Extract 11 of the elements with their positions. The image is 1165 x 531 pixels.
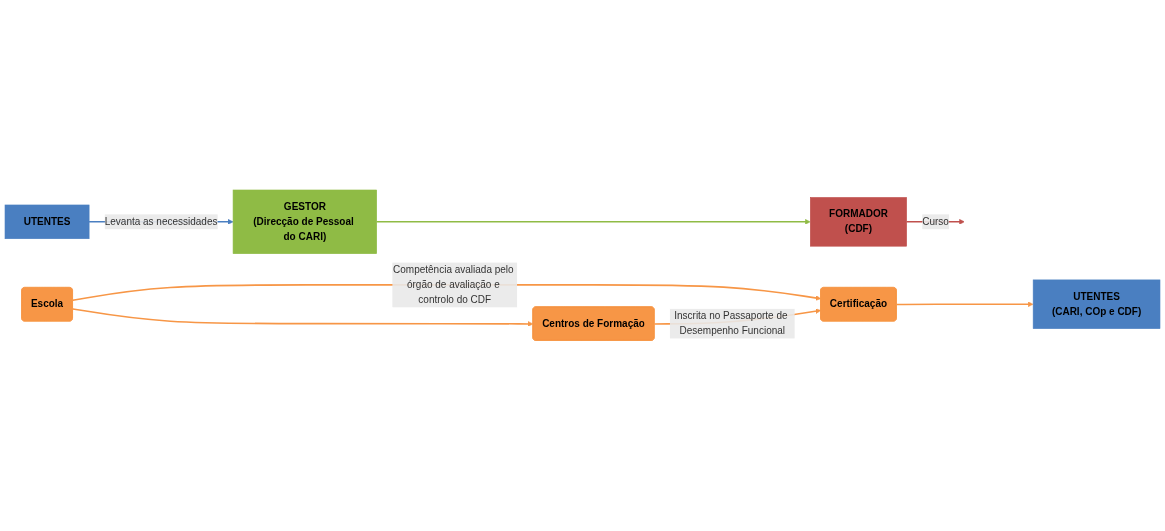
node-box: UTENTES: [4, 204, 90, 240]
node-box: UTENTES (CARI, COp e CDF): [1032, 279, 1161, 330]
node-box: GESTOR (Direcção de Pessoal do CARI): [232, 189, 377, 255]
edge-label: Levanta as necessidades: [104, 216, 218, 228]
node-box: FORMADOR (CDF): [810, 197, 907, 247]
edge-label: Inscrita no Passaporte de Desempenho Funcional: [674, 310, 788, 337]
edge-label: Curso: [922, 216, 949, 228]
arrow: [895, 301, 1034, 308]
edge-label: Competência avaliada pelo órgão de avaliação e controlo do CDF: [393, 264, 514, 306]
arrow: [375, 219, 811, 225]
arrow: [72, 308, 534, 327]
